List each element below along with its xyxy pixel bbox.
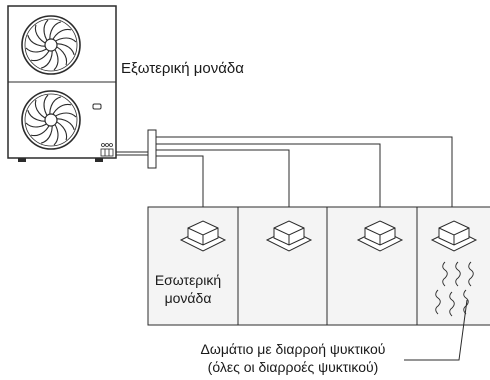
rooms [147,206,490,326]
service-valve-icon [100,143,114,157]
leak-room-label-line1: Δωμάτιο με διαρροή ψυκτικού [200,341,386,357]
leader-line [404,299,468,361]
indoor-unit-label-line2: μονάδα [164,290,212,307]
outdoor-unit-label: Εξωτερική μονάδα [121,60,244,77]
indoor-unit-label-line1: Εσωτερική [154,272,222,288]
indoor-unit-label: Εσωτερική μονάδα [148,271,228,308]
piping [116,129,453,216]
leak-room-label: Δωμάτιο με διαρροή ψυκτικού (όλες οι δια… [138,341,448,377]
outdoor-unit [7,5,117,162]
leak-room-label-line2: (όλες οι διαρροές ψυκτικού) [207,358,379,375]
